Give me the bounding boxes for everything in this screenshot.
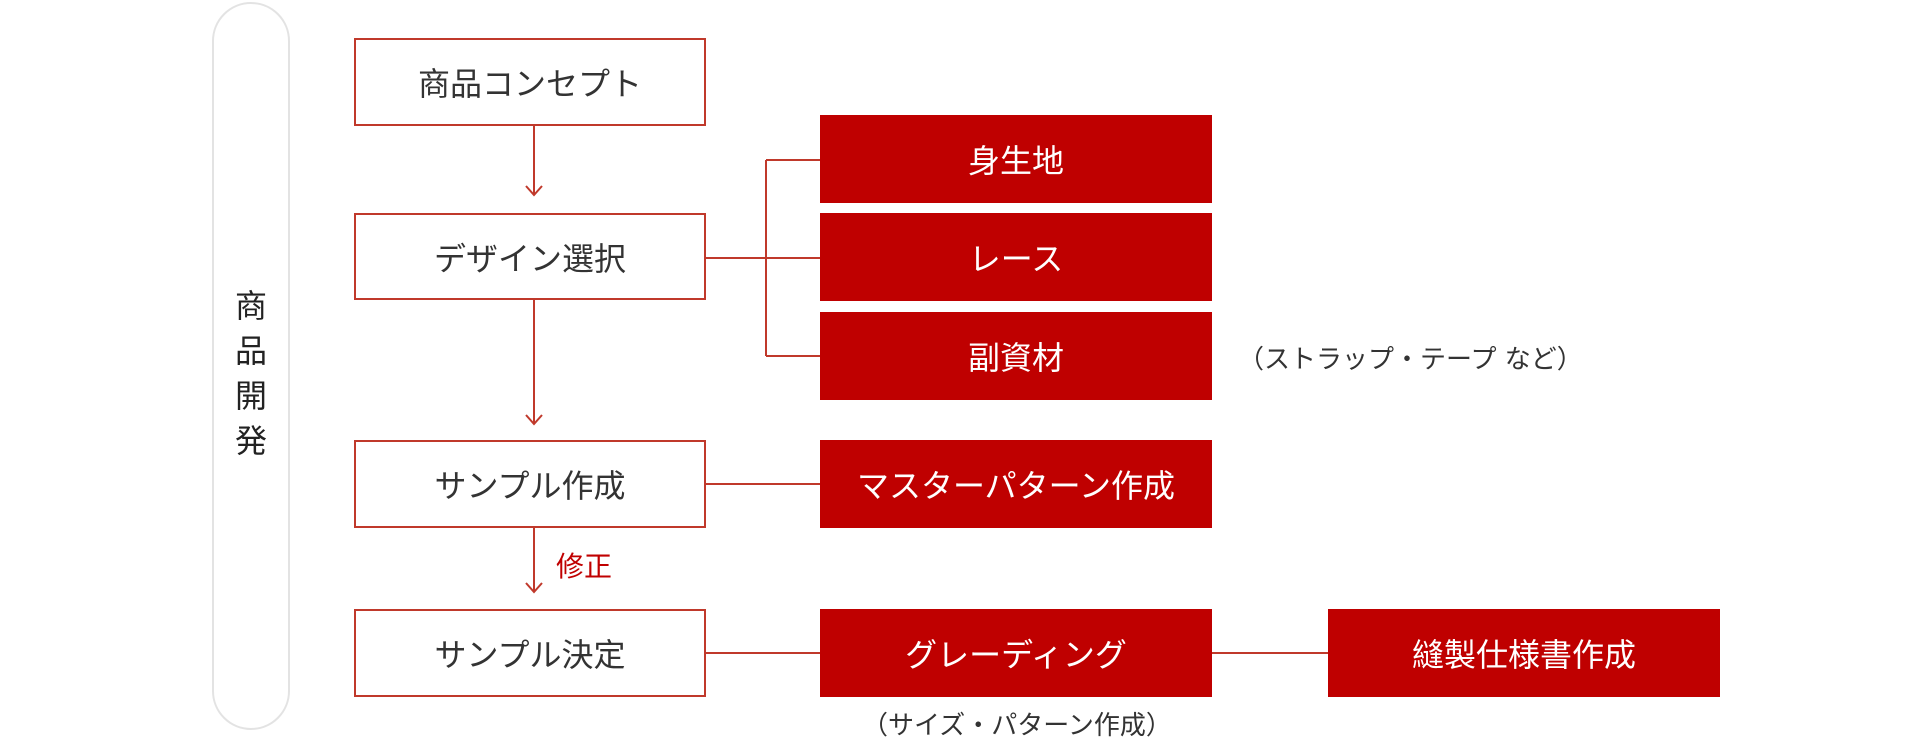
revision-label: 修正 bbox=[556, 550, 613, 583]
grading-label: グレーディング bbox=[905, 636, 1127, 674]
step-concept-label: 商品コンセプト bbox=[417, 65, 642, 103]
step-sample-make-box: サンプル作成 bbox=[354, 440, 706, 528]
master-pattern-box: マスターパターン作成 bbox=[820, 440, 1212, 528]
material-lace-box: レース bbox=[820, 213, 1212, 301]
material-body-fabric-box: 身生地 bbox=[820, 115, 1212, 203]
process-phase-pill bbox=[212, 2, 290, 730]
material-sub-materials-label: 副資材 bbox=[967, 339, 1064, 377]
sewing-spec-box: 縫製仕様書作成 bbox=[1328, 609, 1720, 697]
arrowhead-icon bbox=[525, 414, 543, 426]
sewing-spec-label: 縫製仕様書作成 bbox=[1411, 636, 1636, 674]
material-body-fabric-label: 身生地 bbox=[967, 142, 1064, 180]
step-sample-make-label: サンプル作成 bbox=[434, 467, 626, 505]
step-design-select-box: デザイン選択 bbox=[354, 213, 706, 300]
material-sub-materials-box: 副資材 bbox=[820, 312, 1212, 400]
grading-box: グレーディング bbox=[820, 609, 1212, 697]
step-design-select-label: デザイン選択 bbox=[433, 239, 626, 278]
phase-label-char: 商 bbox=[234, 287, 267, 325]
phase-label-char: 品 bbox=[234, 332, 267, 370]
arrowhead-icon bbox=[525, 185, 543, 197]
phase-label-char: 開 bbox=[234, 377, 267, 415]
step-sample-decide-label: サンプル決定 bbox=[434, 636, 626, 674]
step-concept-box: 商品コンセプト bbox=[354, 38, 706, 126]
step-sample-decide-box: サンプル決定 bbox=[354, 609, 706, 697]
master-pattern-label: マスターパターン作成 bbox=[856, 467, 1176, 505]
arrowhead-icon bbox=[525, 582, 543, 594]
grading-note: （サイズ・パターン作成） bbox=[862, 711, 1172, 741]
phase-label: 商 品 開 発 bbox=[212, 284, 290, 464]
phase-label-char: 発 bbox=[234, 422, 267, 460]
sub-materials-note: （ストラップ・テープ など） bbox=[1238, 345, 1583, 375]
material-lace-label: レース bbox=[968, 240, 1064, 278]
